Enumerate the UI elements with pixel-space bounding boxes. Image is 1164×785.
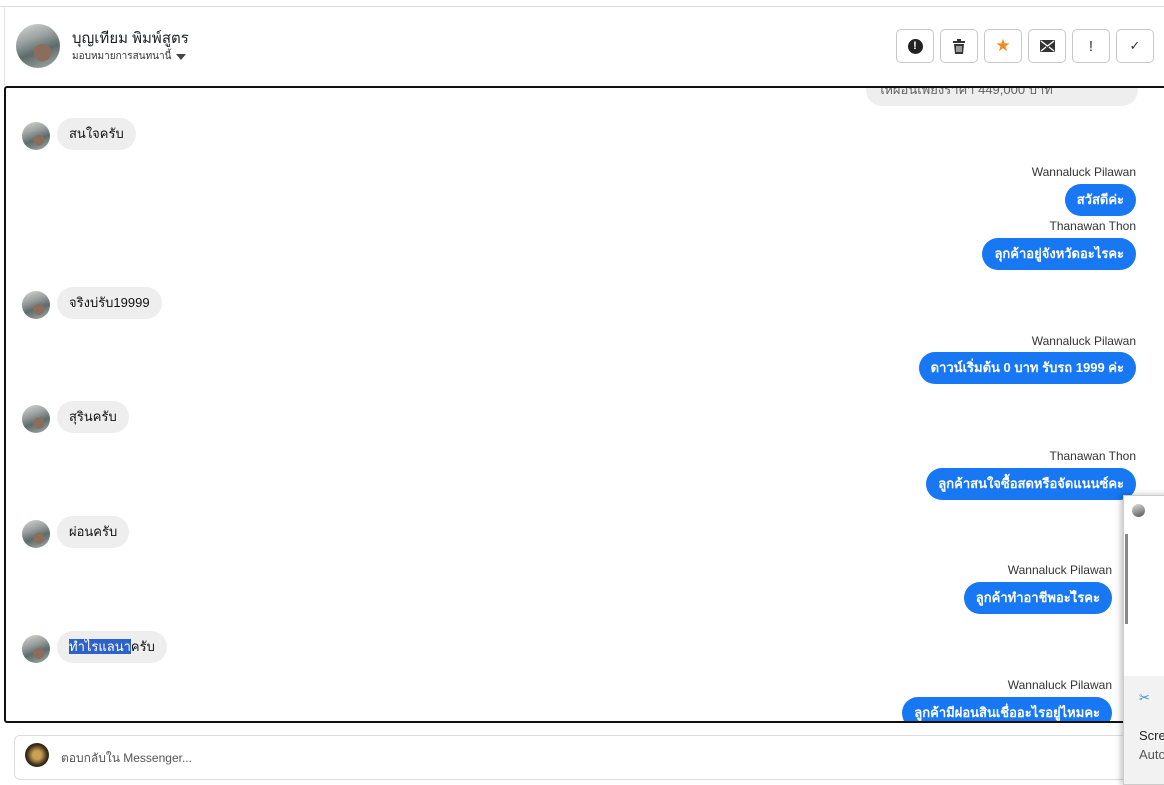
- reply-composer[interactable]: ตอบกลับใน Messenger...: [14, 735, 1164, 780]
- envelope-icon: [1039, 40, 1055, 52]
- star-button[interactable]: ★: [984, 29, 1022, 63]
- notification-footer: ✂ Scre Auto: [1124, 676, 1164, 784]
- trash-icon: [953, 38, 965, 54]
- snipping-notification[interactable]: ✂ Scre Auto: [1123, 495, 1164, 785]
- message-bubble-outgoing: ลูกค้าสนใจซื้อสดหรือจัดแนนซ์คะ: [926, 468, 1136, 500]
- message-bubble-incoming: สนใจครับ: [57, 118, 136, 150]
- sender-avatar: [22, 122, 50, 150]
- assign-label: มอบหมายการสนทนานี้: [72, 51, 172, 62]
- thumbnail-preview: [1132, 504, 1145, 517]
- important-button[interactable]: !: [1072, 29, 1110, 63]
- sender-avatar: [22, 635, 50, 663]
- message-bubble-outgoing: สวัสดีค่ะ: [1064, 184, 1136, 216]
- sender-avatar: [22, 291, 50, 319]
- notification-subtitle: Auto: [1139, 747, 1164, 762]
- sender-avatar: [22, 520, 50, 548]
- assign-conversation-dropdown[interactable]: มอบหมายการสนทนานี้: [72, 49, 187, 64]
- scissors-icon: ✂: [1139, 690, 1150, 705]
- sender-name: Thanawan Thon: [1049, 449, 1136, 463]
- done-button[interactable]: ✓: [1116, 29, 1154, 63]
- contact-avatar[interactable]: [16, 24, 60, 68]
- check-icon: ✓: [1129, 38, 1141, 53]
- message-bubble-incoming: ผ่อนครับ: [57, 516, 130, 548]
- delete-button[interactable]: [940, 29, 978, 63]
- sender-name: Wannaluck Pilawan: [1031, 165, 1136, 179]
- mail-button[interactable]: [1028, 29, 1066, 63]
- top-divider: [0, 6, 1164, 7]
- message-bubble-incoming: จริงบ่รับ19999: [57, 287, 162, 319]
- sender-avatar: [22, 405, 50, 433]
- message-bubble-incoming: ทำไรแลนาครับ: [57, 631, 167, 663]
- message-bubble-incoming: สุรินครับ: [57, 401, 129, 433]
- message-bubble-outgoing: ลุกค้าอยู่จังหวัดอะไรคะ: [982, 238, 1136, 270]
- sender-name: Wannaluck Pilawan: [1031, 334, 1136, 348]
- star-icon: ★: [995, 36, 1011, 55]
- message-bubble-outgoing: ลูกค้าทำอาชีพอะไีรคะ: [963, 582, 1112, 614]
- message-bubble-outgoing: ดาวน์เริ่มต้น 0 บาท รับรถ 1999 ค่ะ: [918, 352, 1136, 384]
- alert-circle-icon: !: [907, 38, 923, 54]
- message-text: ครับ: [130, 639, 155, 654]
- reply-input-placeholder[interactable]: ตอบกลับใน Messenger...: [61, 751, 192, 765]
- contact-name[interactable]: บุญเทียม พิมพ์สูตร: [72, 30, 189, 47]
- left-divider: [4, 6, 5, 86]
- page-avatar: [25, 743, 49, 767]
- report-button[interactable]: !: [896, 29, 934, 63]
- sender-name: Wannaluck Pilawan: [1007, 563, 1112, 577]
- sender-name: Wannaluck Pilawan: [1007, 678, 1112, 692]
- sender-name: Thanawan Thon: [1049, 219, 1136, 233]
- caret-down-icon: [176, 53, 187, 60]
- scrollbar[interactable]: [1125, 534, 1128, 624]
- message-bubble-incoming: ให้ผ่อนเพียงราคา 449,000 บาท: [866, 88, 1138, 106]
- selected-text: ทำไรแลนา: [69, 639, 131, 654]
- exclamation-icon: !: [1088, 37, 1094, 55]
- notification-title: Scre: [1139, 728, 1164, 743]
- message-bubble-outgoing: ลูกค้ามีผ่อนสินเชื่ออะไรอยู่ไหมคะ: [902, 697, 1112, 721]
- conversation-actions: ! ★ ! ✓: [896, 29, 1154, 63]
- message-thread[interactable]: ให้ผ่อนเพียงราคา 449,000 บาท สนใจครับ Wa…: [4, 86, 1164, 723]
